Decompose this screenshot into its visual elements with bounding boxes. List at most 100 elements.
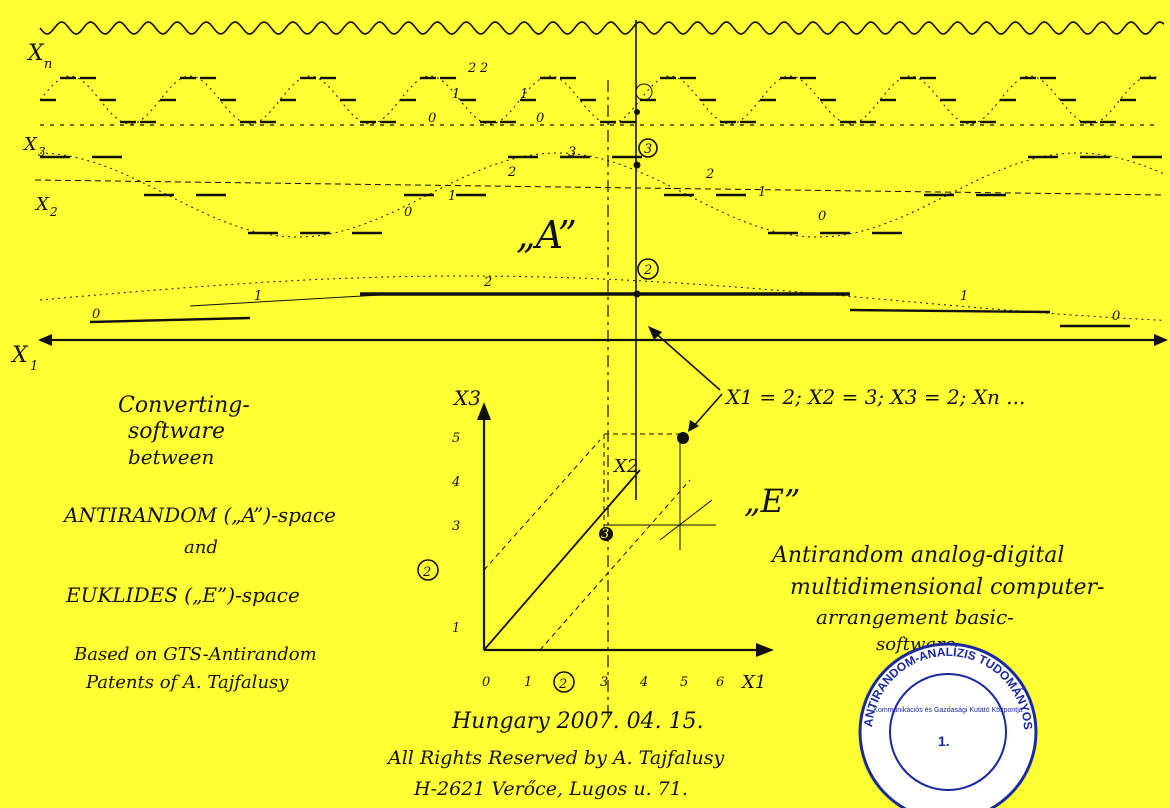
left-text-line: software [128,419,225,444]
xn-subscript: n [44,57,52,72]
xn-step-label: 0 [428,111,436,126]
footer-rights: All Rights Reserved by A. Tajfalusy [386,747,725,769]
x2-sample-value: 2 [643,263,652,278]
x1-step-label: 0 [92,307,100,322]
xn-label: X [26,41,45,66]
stamp-inner-ring [889,673,1007,791]
x1-step-label: 1 [960,289,968,304]
stamp-outer-ring [858,642,1038,808]
y-value-circle-label: 2 [422,565,431,580]
x1-axis-right-arrow [1154,334,1168,346]
origin-point [599,527,613,541]
xn-step-label: 2 [479,61,488,76]
sample-markers: 3 2 [633,83,659,298]
x-tick-label: 6 [716,675,724,690]
x3-step-label: 3 [568,145,576,160]
x1-step-labels: 0 1 2 1 0 [92,275,1120,324]
x3-label: X [22,134,38,155]
right-text-line: arrangement basic- [816,605,1014,629]
x3-step-labels: 0 1 2 3 2 1 0 [404,145,826,224]
x2-diagonal-axis [483,469,641,651]
antirandom-space-label: „A” [516,213,577,257]
x1-step-label: 0 [1112,309,1120,324]
xn-sample-dot [634,109,640,115]
right-text-line: Antirandom analog-digital [770,543,1064,568]
y-tick-label: 4 [451,475,460,490]
arrow-head-up [648,326,662,340]
xn-sample-circle [635,83,653,101]
arrow-head-down [688,420,699,432]
x-tick-label: 1 [524,675,532,690]
x1-step-label: 1 [254,289,262,304]
left-description: Converting- software between ANTIRANDOM … [62,393,336,693]
x2-sample-circle [637,258,659,280]
origin-point-value: 3 [601,527,609,542]
left-text-line: ANTIRANDOM („A”)-space [62,503,336,527]
x2-axis-label: X2 [612,456,638,477]
stamp-number: 1. [938,733,950,749]
x-tick-label: 5 [680,675,688,690]
right-text-line: multidimensional computer- [790,575,1105,600]
x1-subscript: 1 [30,359,38,374]
x-value-circle [553,671,575,693]
left-text-line: EUKLIDES („E”)-space [65,583,300,607]
arrow-to-wave [651,329,721,391]
stamp-inner-text: Kommunikációs és Gazdasági Kutató Közpon… [873,707,1023,714]
x-tick-label: 3 [600,675,608,690]
x3-baseline [34,179,1166,196]
right-description: Antirandom analog-digital multidimension… [770,543,1105,655]
xn-step-label: 2 [467,61,476,76]
x1-sample-dot [633,290,641,298]
x3-sample-dot [633,161,641,169]
wave-axis-labels: X n X 3 X 2 X 1 [10,41,58,374]
footer-address: H-2621 Verőce, Lugos u. 71. [413,778,688,800]
x3-axis-label: X3 [452,386,481,410]
x1-axis-arrow [756,643,774,657]
xn-step-labels: 0 1 2 2 1 0 [428,61,544,126]
x-tick-label: 4 [639,675,648,690]
x3-step-label: 1 [758,185,766,200]
footer: Hungary 2007. 04. 15. All Rights Reserve… [386,709,725,800]
x1-step-1 [849,308,1051,314]
x3-step-label: 0 [404,205,412,220]
xn-step-label: 0 [536,111,544,126]
x1-wave [38,275,1168,346]
x1-step-0 [89,316,251,324]
x2-label: X [34,194,50,215]
euclidean-space-label: „E” [744,482,800,520]
xn-wave [39,75,1160,126]
left-text-line: between [128,445,214,469]
y-value-circle [417,559,439,581]
x1-step-label: 2 [483,275,492,290]
x3-subscript: 3 [38,145,46,159]
euclid-point [677,432,689,444]
x1-axis-label: X1 [740,672,766,693]
x3-step-label: 2 [705,167,714,182]
left-text-line: Converting- [118,393,250,418]
euclidean-plot: X3 X1 X2 3 1 3 4 5 2 0 1 3 4 5 6 2 [417,386,774,693]
x-tick-label: 0 [482,675,490,690]
y-tick-label: 5 [452,431,460,446]
x3-step-label: 1 [448,189,456,204]
x2-guide [539,479,691,651]
x2-subscript: 2 [49,205,58,219]
xn-step-label: 1 [520,87,528,102]
x2-guide [483,439,601,571]
left-text-line: Patents of A. Tajfalusy [85,672,289,693]
y-tick-label: 1 [452,621,460,636]
coordinates-formula: X1 = 2; X2 = 3; X3 = 2; Xn ... [724,385,1025,409]
left-text-line: Based on GTS-Antirandom [73,644,317,665]
x3-axis-arrow [477,402,491,420]
x1-axis-left-arrow [38,334,52,346]
x-value-circle-label: 2 [558,677,567,692]
x3-wave [34,152,1166,238]
x3-step-label: 2 [507,165,516,180]
x3-step-label: 0 [818,209,826,224]
connector-arrows [648,326,723,432]
arrow-to-point [691,393,723,429]
x3-sample-value: 3 [644,142,652,157]
x3-sample-circle [638,138,658,158]
clock-wave [39,21,1165,35]
xn-step-label: 1 [452,87,460,102]
